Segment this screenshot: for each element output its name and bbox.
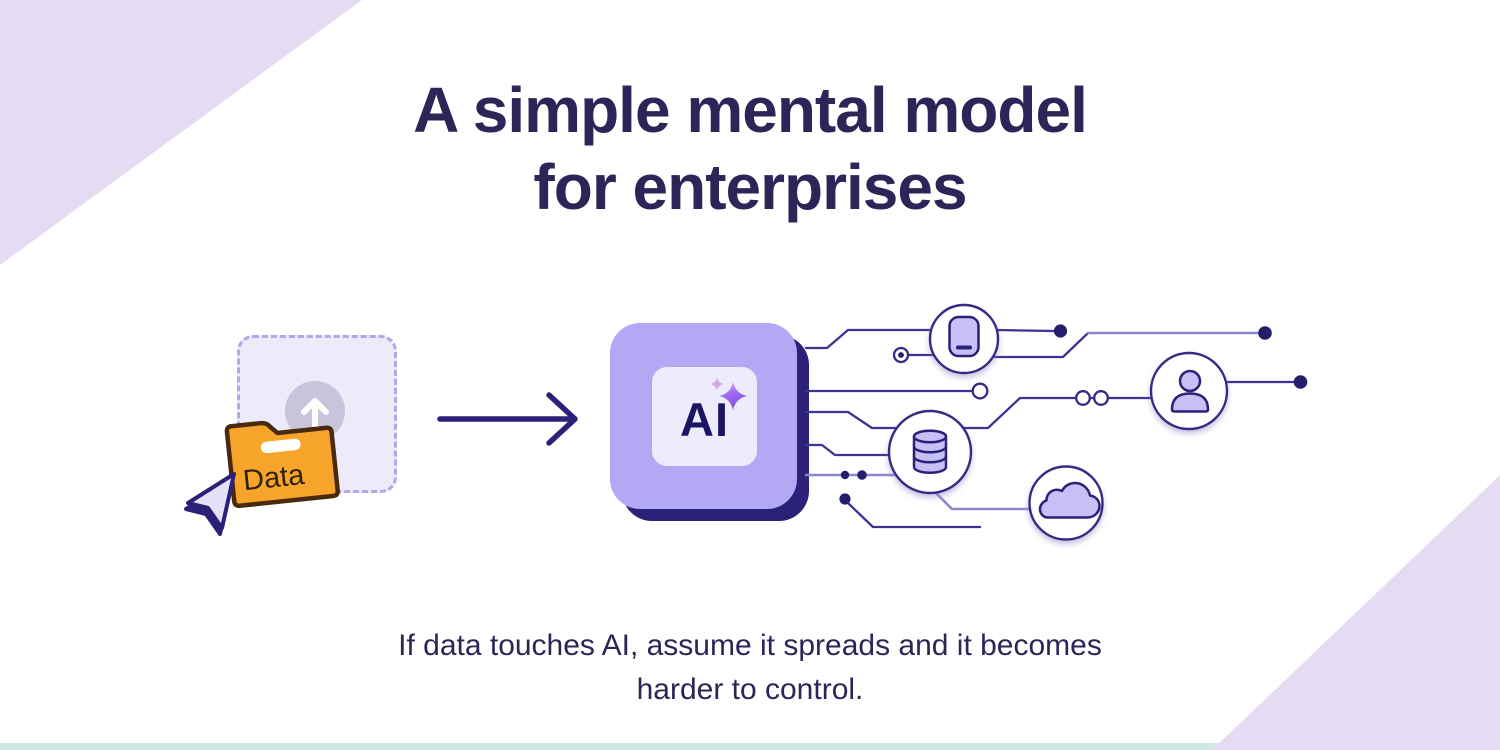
open-connector bbox=[1075, 390, 1091, 406]
database-icon bbox=[912, 429, 948, 475]
page-title: A simple mental model for enterprises bbox=[0, 72, 1500, 226]
endpoint-dot bbox=[1293, 375, 1308, 389]
caption-line-2: harder to control. bbox=[636, 672, 864, 706]
caption-line-1: If data touches AI, assume it spreads an… bbox=[398, 629, 1102, 662]
title-line-1: A simple mental model bbox=[413, 74, 1088, 146]
cloud-icon bbox=[1038, 481, 1101, 519]
ai-chip-face: AI bbox=[652, 367, 757, 466]
folder-label: Data bbox=[242, 459, 307, 497]
endpoint-dot bbox=[1258, 326, 1272, 340]
smartphone-icon bbox=[948, 315, 980, 358]
folder-slot bbox=[260, 438, 301, 454]
caption: If data touches AI, assume it spreads an… bbox=[0, 624, 1500, 711]
person-icon bbox=[1170, 369, 1210, 413]
folder-icon: Data bbox=[224, 420, 340, 509]
title-line-2: for enterprises bbox=[533, 150, 967, 223]
bead-dot bbox=[857, 470, 867, 480]
open-connector bbox=[1093, 390, 1109, 406]
sparkles-icon bbox=[710, 377, 747, 410]
bead-dot bbox=[840, 470, 850, 480]
mouse-cursor-icon bbox=[184, 472, 236, 536]
decor-bottom-strip bbox=[0, 743, 1500, 750]
ai-label: AI bbox=[680, 393, 729, 446]
endpoint-dot bbox=[1053, 324, 1068, 338]
open-connector bbox=[971, 382, 989, 400]
target-connector bbox=[892, 346, 910, 364]
branch-dot bbox=[839, 493, 851, 505]
right-arrow-icon bbox=[437, 392, 578, 446]
